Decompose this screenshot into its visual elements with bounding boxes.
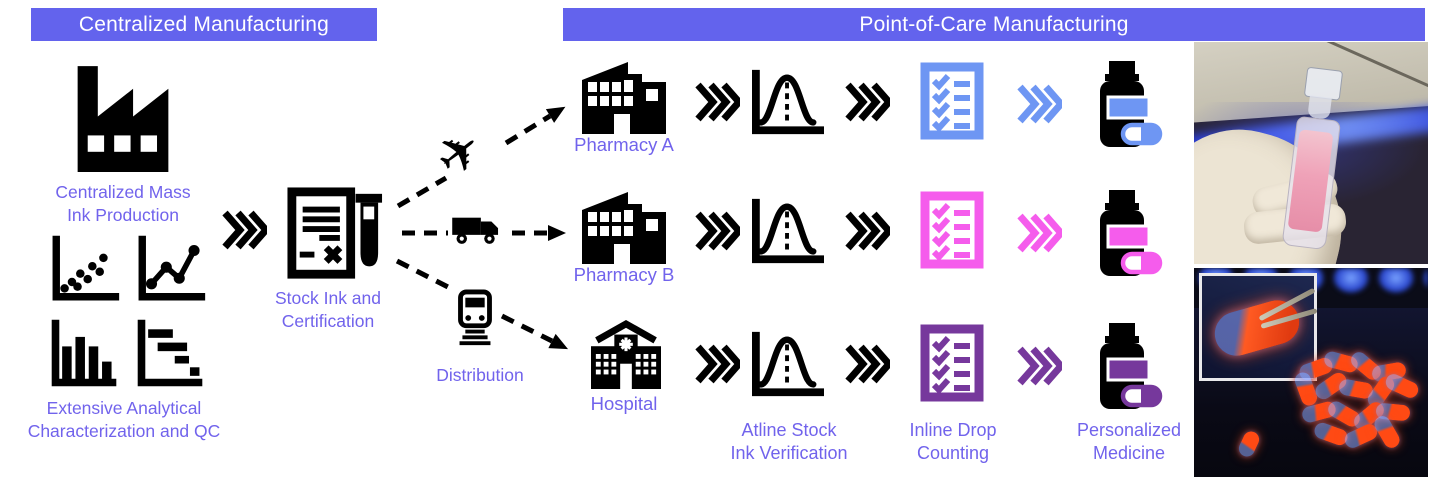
certificate-document-icon [287, 187, 356, 279]
line-chart-icon [130, 232, 210, 306]
photo-capsules-under-uv [1194, 268, 1428, 477]
bar-chart-icon [46, 316, 122, 392]
chevron-right-icon [1016, 212, 1062, 254]
pink-ink-liquid [1287, 129, 1334, 233]
train-icon [452, 289, 498, 347]
gantt-chart-icon [130, 316, 210, 392]
chevron-right-icon [221, 209, 267, 251]
photo-inset-capsule-closeup [1199, 273, 1318, 381]
caption-centralized-mass-ink-production: Centralized Mass Ink Production [55, 182, 191, 225]
hospital-building-icon [582, 319, 670, 389]
chevron-right-icon [844, 343, 890, 385]
chevron-right-icon [1016, 345, 1062, 387]
caption-distribution: Distribution [436, 365, 524, 385]
test-tube-icon [355, 193, 383, 267]
caption-inline-drop-counting: Inline Drop Counting [909, 420, 997, 464]
truck-icon [449, 211, 507, 253]
site-label-hospital: Hospital [590, 393, 658, 414]
vial-neck [1307, 95, 1332, 120]
site-label-pharmacy-b: Pharmacy B [573, 264, 675, 285]
caption-stock-ink-certification: Stock Ink and Certification [274, 288, 382, 331]
checklist-icon [920, 191, 984, 269]
pharmacy-b-building-icon [578, 186, 670, 264]
chevron-right-icon [694, 81, 740, 123]
bell-curve-verification-icon [748, 195, 828, 267]
checklist-icon [920, 324, 984, 402]
pharmacy-a-building-icon [578, 56, 670, 134]
factory-icon [60, 50, 186, 178]
pill-bottle-icon [1092, 321, 1164, 413]
caption-personalized-medicine: Personalized Medicine [1076, 420, 1182, 464]
caption-atline-stock-ink-verification: Atline Stock Ink Verification [730, 420, 848, 464]
scatter-chart-icon [46, 232, 122, 306]
banner-centralized-manufacturing: Centralized Manufacturing [31, 8, 377, 41]
chevron-right-icon [844, 81, 890, 123]
photo-vial-under-uv [1194, 42, 1428, 264]
caption-extensive-analytical-qc: Extensive Analytical Characterization an… [27, 398, 221, 441]
pill-bottle-icon [1092, 59, 1164, 151]
bell-curve-verification-icon [748, 328, 828, 400]
stock-ink-certificate-icon [284, 186, 386, 284]
chevron-right-icon [694, 210, 740, 252]
checklist-icon [920, 62, 984, 140]
chevron-right-icon [844, 210, 890, 252]
chevron-right-icon [694, 343, 740, 385]
bell-curve-verification-icon [748, 66, 828, 138]
chevron-right-icon [1016, 83, 1062, 125]
site-label-pharmacy-a: Pharmacy A [574, 134, 674, 155]
banner-point-of-care-manufacturing: Point-of-Care Manufacturing [563, 8, 1425, 41]
airplane-icon: ✈ [424, 116, 496, 192]
pill-bottle-icon [1092, 188, 1164, 280]
